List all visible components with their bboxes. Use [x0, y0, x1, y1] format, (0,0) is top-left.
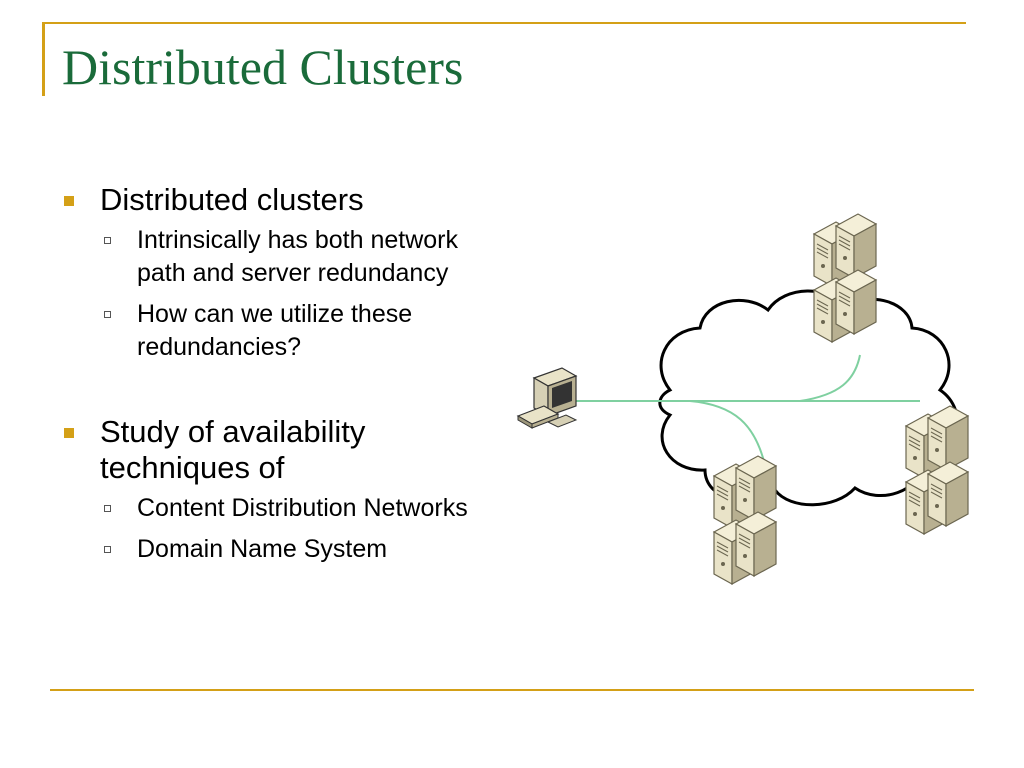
sub-bullet-item: Content Distribution Networks [60, 492, 500, 525]
sub-bullet-item: How can we utilize these redundancies? [60, 298, 500, 364]
bullet-text: Distributed clusters [100, 182, 364, 217]
sub-bullet-item: Domain Name System [60, 533, 500, 566]
sub-bullet-text: How can we utilize these redundancies? [137, 300, 413, 361]
server-cluster-icon [714, 456, 776, 584]
sub-bullet-text: Content Distribution Networks [137, 494, 468, 522]
link-line [689, 400, 766, 466]
footer-divider [50, 689, 974, 691]
title-frame-horizontal [42, 22, 966, 24]
sub-bullet-list: Content Distribution Networks Domain Nam… [60, 492, 500, 566]
bullet-item: Study of availability techniques of [60, 414, 500, 486]
bullet-group: Distributed clusters Intrinsically has b… [60, 182, 500, 364]
bullet-item: Distributed clusters [60, 182, 500, 218]
hollow-square-bullet-icon [104, 546, 111, 553]
link-line [799, 354, 861, 402]
workstation-icon [516, 367, 578, 429]
bullet-group: Study of availability techniques of Cont… [60, 414, 500, 566]
network-diagram [516, 200, 1000, 600]
sub-bullet-item: Intrinsically has both network path and … [60, 224, 500, 290]
square-bullet-icon [64, 428, 74, 438]
hollow-square-bullet-icon [104, 311, 111, 318]
server-cluster-icon [814, 214, 876, 342]
sub-bullet-text: Intrinsically has both network path and … [137, 226, 458, 287]
cloud-icon [658, 289, 960, 507]
network-links [575, 354, 920, 466]
sub-bullet-text: Domain Name System [137, 535, 388, 563]
hollow-square-bullet-icon [104, 505, 111, 512]
bullet-text: Study of availability techniques of [100, 414, 366, 485]
title-frame-vertical [42, 22, 45, 96]
square-bullet-icon [64, 196, 74, 206]
hollow-square-bullet-icon [104, 237, 111, 244]
bullet-list: Distributed clusters Intrinsically has b… [60, 182, 500, 574]
server-cluster-icon [906, 406, 968, 534]
slide-title: Distributed Clusters [62, 39, 464, 95]
sub-bullet-list: Intrinsically has both network path and … [60, 224, 500, 364]
